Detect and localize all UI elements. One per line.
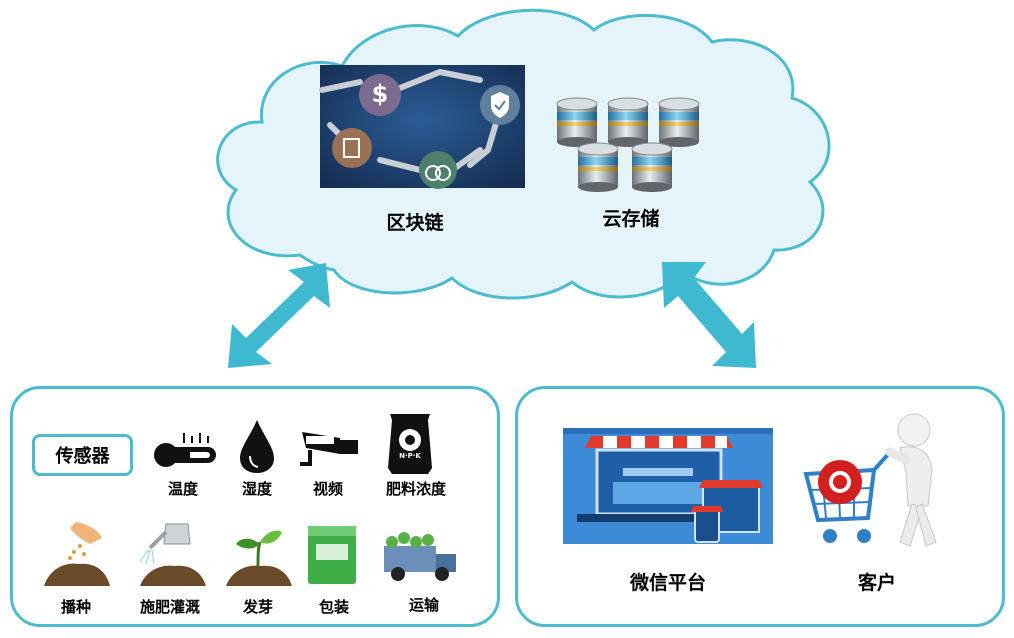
wechat-platform-label: 微信平台: [629, 572, 706, 594]
customer-label: 客户: [857, 572, 896, 594]
cloud-storage-label: 云存储: [602, 208, 660, 230]
right-bidirectional-arrow: [662, 262, 756, 368]
sensor-box: 传感器: [32, 434, 133, 476]
dollar-coin-icon: [359, 74, 401, 116]
left-bidirectional-arrow: [228, 263, 330, 368]
stage-seeding-label: 播种: [60, 598, 91, 616]
stage-fertilize-irrigate-label: 施肥灌溉: [139, 598, 200, 616]
sensor-temperature-label: 温度: [167, 480, 198, 498]
wechat-platform-image: [563, 428, 773, 544]
fertilizer-bag-icon: [388, 414, 432, 474]
stage-package-label: 包装: [318, 598, 349, 616]
stage-transport-label: 运输: [408, 596, 439, 614]
document-icon: [332, 128, 372, 168]
watering-icon: [139, 523, 206, 586]
sprout-icon: [226, 530, 292, 586]
sensor-humidity-label: 湿度: [241, 480, 272, 498]
seeding-icon: [44, 522, 110, 586]
customer-shopping-cart-icon: [803, 413, 937, 547]
sensor-fertilizer-label: 肥料浓度: [385, 480, 446, 498]
camera-icon: [300, 432, 358, 466]
package-icon: [308, 526, 356, 584]
sensor-label: 传感器: [55, 446, 110, 467]
blockchain-image: [319, 65, 525, 189]
cloud-storage-icon: [556, 97, 700, 192]
truck-icon: [384, 532, 456, 581]
water-drop-icon: [240, 420, 274, 473]
rings-icon: [419, 151, 457, 189]
dollar-sign: $: [371, 80, 389, 108]
blockchain-label: 区块链: [386, 212, 444, 234]
sensor-video-label: 视频: [312, 480, 343, 498]
npk-text: N·P·K: [399, 452, 421, 460]
thermometer-icon: [154, 433, 216, 467]
stage-sprout-label: 发芽: [242, 598, 273, 616]
